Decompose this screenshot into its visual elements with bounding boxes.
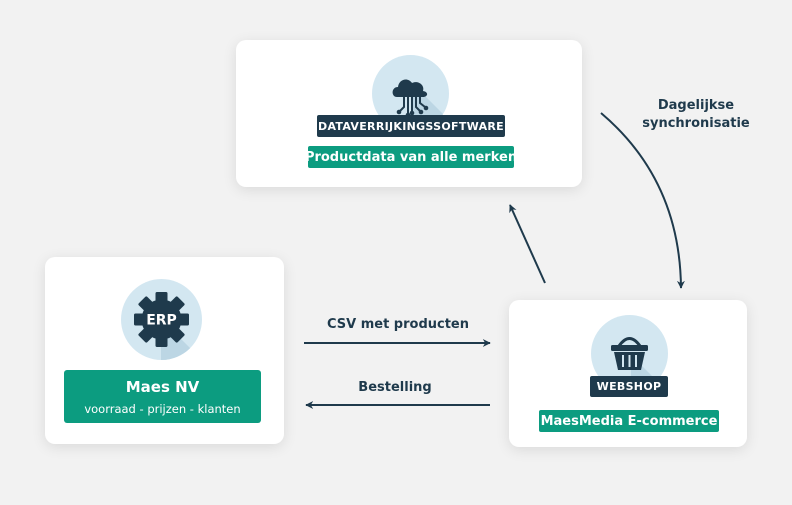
sync-label-line1: Dagelijkse (657, 98, 735, 113)
webshop-subtitle: MaesMedia E-commerce (539, 410, 719, 432)
sync-label-line2: synchronisatie (642, 116, 750, 131)
webshop-card: WEBSHOP MaesMedia E-commerce (509, 300, 747, 447)
erp-subtitle: voorraad - prijzen - klanten (84, 401, 241, 416)
data-software-card: DATAVERRIJKINGSSOFTWARE Productdata van … (236, 40, 582, 187)
erp-card: ERP Maes NV voorraad - prijzen - klanten (45, 257, 284, 444)
erp-title: Maes NV (125, 377, 200, 396)
erp-icon-label: ERP (146, 313, 177, 329)
data-software-subtitle: Productdata van alle merken (305, 146, 517, 168)
erp-info-box: Maes NV voorraad - prijzen - klanten (64, 370, 261, 423)
csv-label: CSV met producten (326, 317, 470, 332)
webshop-to-software-arrow (509, 204, 546, 284)
gear-icon: ERP (121, 279, 202, 360)
sync-arrow (600, 112, 685, 289)
order-label: Bestelling (358, 380, 432, 395)
webshop-tag: WEBSHOP (590, 376, 668, 397)
sync-label: Dagelijkse synchronisatie (636, 97, 756, 133)
data-software-tag: DATAVERRIJKINGSSOFTWARE (317, 115, 505, 137)
